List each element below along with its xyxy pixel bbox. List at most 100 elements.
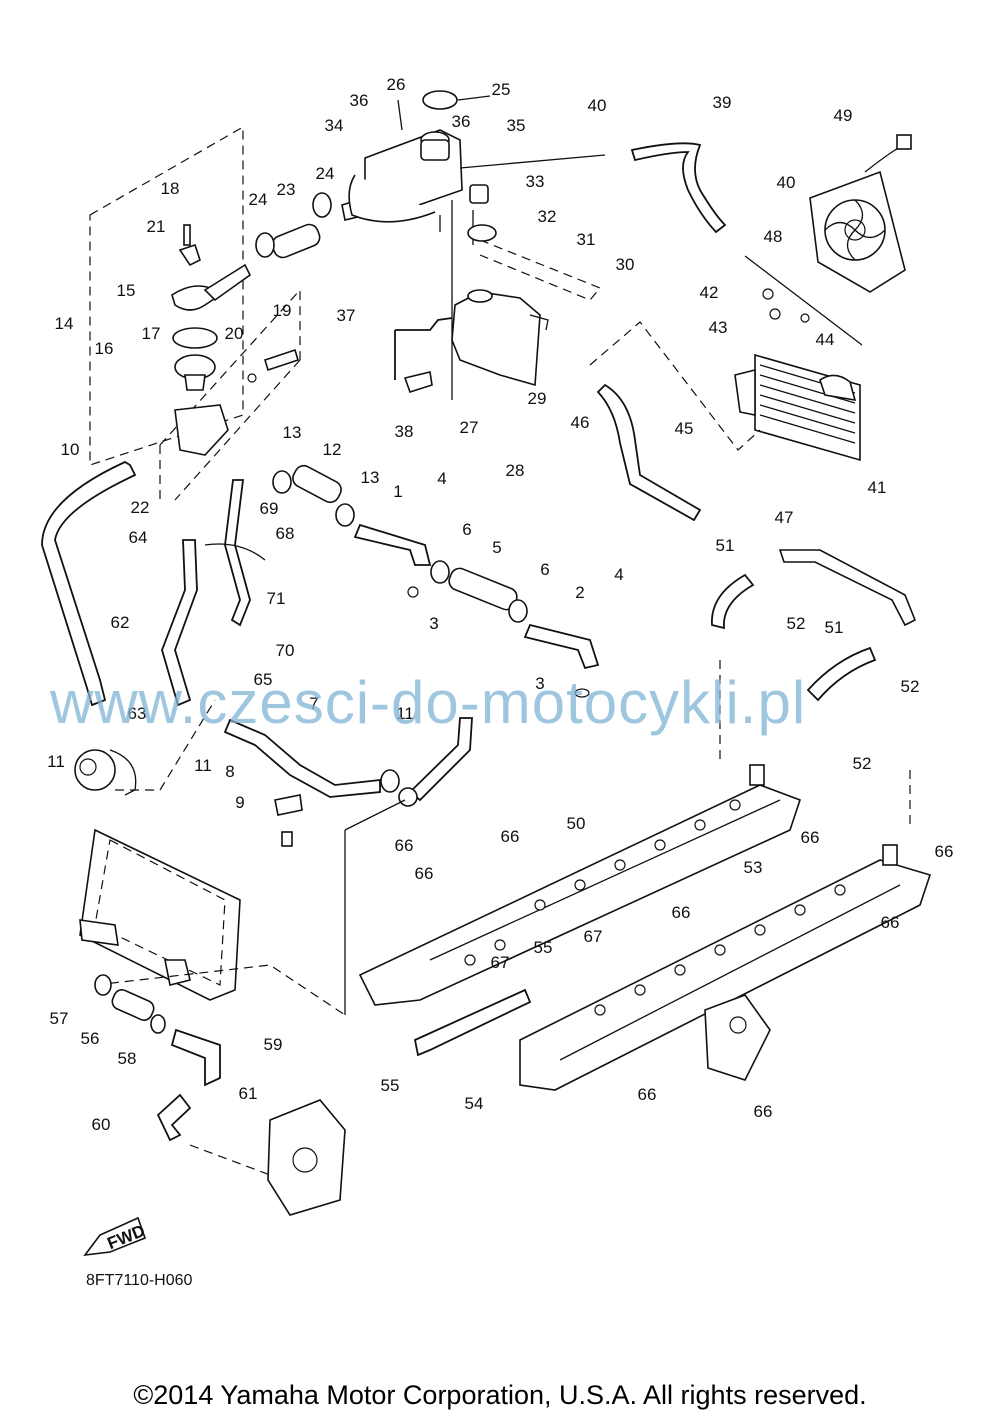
part-label-21: 21 [147, 217, 166, 236]
part-label-33: 33 [526, 172, 545, 191]
pipe-1 [353, 523, 432, 566]
part-label-65: 65 [254, 670, 273, 689]
part-label-27: 27 [460, 418, 479, 437]
part-label-30: 30 [616, 255, 635, 274]
part-label-9: 9 [235, 793, 244, 812]
part-label-3: 3 [535, 674, 544, 693]
heat-exchanger-50 [358, 764, 802, 1006]
part-label-55: 55 [381, 1076, 400, 1095]
part-label-42: 42 [700, 283, 719, 302]
hose-51-b [806, 646, 877, 702]
part-label-31: 31 [577, 230, 596, 249]
part-label-4: 4 [437, 469, 446, 488]
part-label-66: 66 [395, 836, 414, 855]
part-label-46: 46 [571, 413, 590, 432]
part-label-25: 25 [492, 80, 511, 99]
part-label-57: 57 [50, 1009, 69, 1028]
part-label-56: 56 [81, 1029, 100, 1048]
part-label-6: 6 [462, 520, 471, 539]
part-label-66: 66 [935, 842, 954, 861]
hose-68 [224, 479, 251, 627]
part-label-7: 7 [309, 694, 318, 713]
copyright-notice: ©2014 Yamaha Motor Corporation, U.S.A. A… [133, 1380, 867, 1410]
part-label-60: 60 [92, 1115, 111, 1134]
part-label-59: 59 [264, 1035, 283, 1054]
filler-neck-assembly [341, 90, 463, 232]
part-label-6: 6 [540, 560, 549, 579]
part-label-43: 43 [709, 318, 728, 337]
part-label-19: 19 [273, 301, 292, 320]
part-label-66: 66 [672, 903, 691, 922]
fan-assembly [809, 134, 912, 293]
part-label-44: 44 [816, 330, 835, 349]
part-label-55: 55 [534, 938, 553, 957]
part-label-26: 26 [387, 75, 406, 94]
radiator [734, 353, 861, 462]
part-label-40: 40 [777, 173, 796, 192]
part-label-51: 51 [825, 618, 844, 637]
part-label-8: 8 [225, 762, 234, 781]
part-label-11: 11 [194, 756, 212, 775]
temp-sensor-icon [264, 348, 299, 372]
part-label-24: 24 [316, 164, 335, 183]
part-label-34: 34 [325, 116, 344, 135]
part-label-39: 39 [713, 93, 732, 112]
part-label-52: 52 [853, 754, 872, 773]
part-label-5: 5 [492, 538, 501, 557]
hose-11 [408, 717, 473, 802]
hose-7 [223, 718, 381, 798]
hose-51-a [711, 573, 755, 630]
part-label-12: 12 [323, 440, 342, 459]
thermostat-housing [171, 224, 252, 456]
part-label-70: 70 [276, 641, 295, 660]
hose-39 [630, 142, 727, 234]
part-label-63: 63 [128, 704, 147, 723]
water-pump [74, 699, 216, 796]
part-label-48: 48 [764, 227, 783, 246]
part-label-66: 66 [754, 1102, 773, 1121]
part-label-13: 13 [361, 468, 380, 487]
part-label-29: 29 [528, 389, 547, 408]
part-label-66: 66 [415, 864, 434, 883]
part-label-47: 47 [775, 508, 794, 527]
recovery-tank [451, 289, 549, 387]
part-label-41: 41 [868, 478, 887, 497]
part-label-69: 69 [260, 499, 279, 518]
hose-59 [170, 1028, 221, 1087]
part-label-16: 16 [95, 339, 114, 358]
pipe-2 [523, 623, 600, 670]
part-label-67: 67 [491, 953, 510, 972]
part-label-23: 23 [277, 180, 296, 199]
part-label-15: 15 [117, 281, 136, 300]
part-label-17: 17 [142, 324, 161, 343]
part-label-11: 11 [396, 704, 414, 723]
part-label-36: 36 [350, 91, 369, 110]
part-label-45: 45 [675, 419, 694, 438]
part-label-37: 37 [337, 306, 356, 325]
part-label-24: 24 [249, 190, 268, 209]
part-label-66: 66 [801, 828, 820, 847]
part-label-2: 2 [575, 583, 584, 602]
left-frame [79, 828, 241, 1001]
hose-62 [161, 539, 198, 707]
part-label-3: 3 [429, 614, 438, 633]
part-label-36: 36 [452, 112, 471, 131]
part-label-66: 66 [501, 827, 520, 846]
hose-60 [156, 1093, 192, 1142]
part-label-51: 51 [716, 536, 735, 555]
part-label-4: 4 [614, 565, 623, 584]
hose-45 [596, 383, 702, 522]
part-label-32: 32 [538, 207, 557, 226]
part-label-28: 28 [506, 461, 525, 480]
part-label-71: 71 [267, 589, 286, 608]
part-label-35: 35 [507, 116, 526, 135]
part-label-20: 20 [225, 324, 244, 343]
part-label-53: 53 [744, 858, 763, 877]
part-label-62: 62 [111, 613, 130, 632]
hose-10 [41, 460, 137, 707]
part-label-64: 64 [129, 528, 148, 547]
part-label-13: 13 [283, 423, 302, 442]
radiator-cap-icon [422, 90, 458, 110]
fwd-badge: FWD [105, 1221, 148, 1253]
